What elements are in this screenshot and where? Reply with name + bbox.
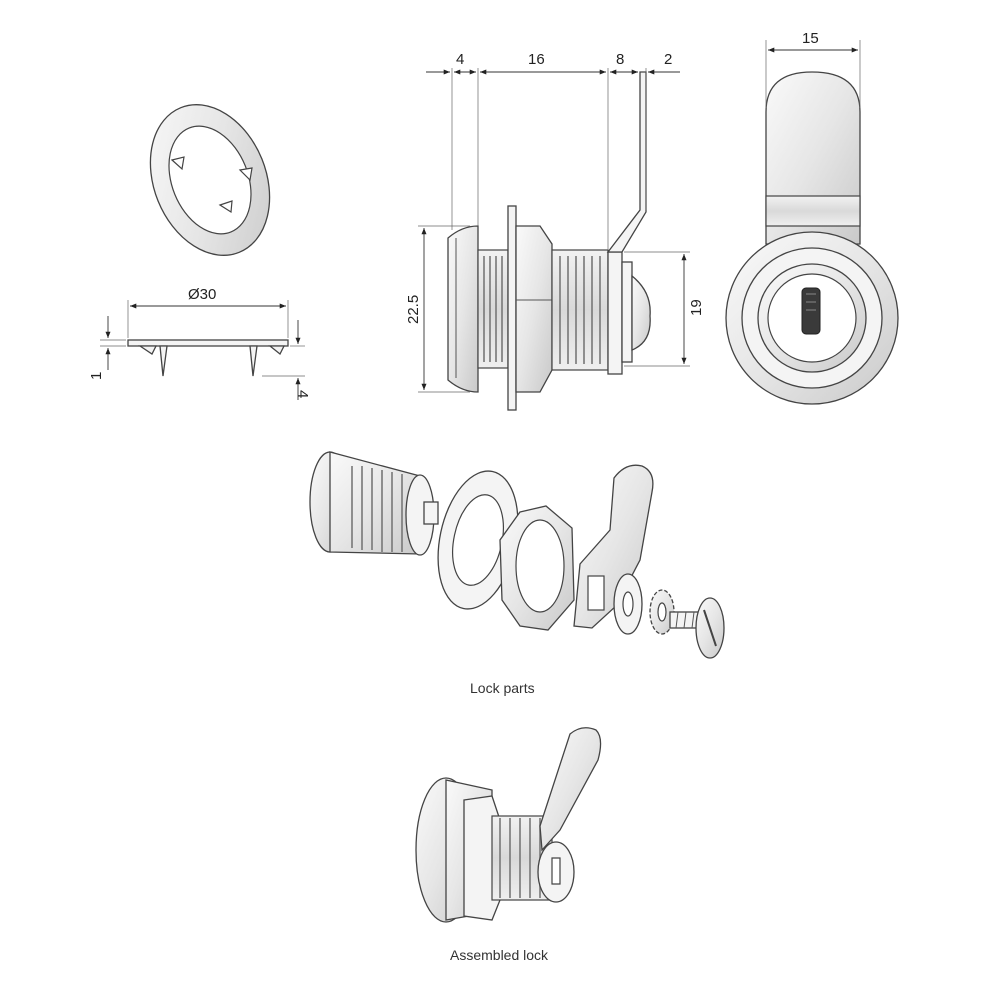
width-label: 15 bbox=[802, 30, 819, 47]
keyhole-icon bbox=[801, 287, 821, 335]
hex-nut bbox=[499, 505, 575, 631]
lock-front-view: 15 bbox=[725, 30, 899, 405]
thread-lines-left bbox=[483, 256, 503, 362]
washer-diameter-label: Ø30 bbox=[188, 286, 216, 303]
dim-16: 16 bbox=[528, 51, 545, 68]
dim-8: 8 bbox=[616, 51, 624, 68]
dim-2: 2 bbox=[664, 51, 672, 68]
assembled-lock bbox=[415, 727, 602, 923]
washer-side-view: Ø30 1 4 bbox=[88, 286, 311, 400]
screw bbox=[669, 597, 725, 659]
flat-washer bbox=[613, 573, 643, 635]
lock-body bbox=[309, 451, 439, 556]
exploded-lock-parts bbox=[309, 451, 725, 659]
assembled-caption: Assembled lock bbox=[450, 947, 549, 963]
lock-side-view: 4 16 8 2 22.5 19 bbox=[405, 51, 705, 411]
cam-height-label: 19 bbox=[688, 299, 705, 316]
height-label: 22.5 bbox=[405, 295, 422, 324]
washer-thickness-label: 1 bbox=[88, 372, 105, 380]
thread-lines-right bbox=[559, 256, 601, 364]
washer-prong-label: 4 bbox=[294, 390, 311, 398]
cam-lever bbox=[573, 464, 654, 629]
dim-4: 4 bbox=[456, 51, 464, 68]
exploded-caption: Lock parts bbox=[470, 680, 535, 696]
washer-perspective bbox=[149, 104, 271, 256]
